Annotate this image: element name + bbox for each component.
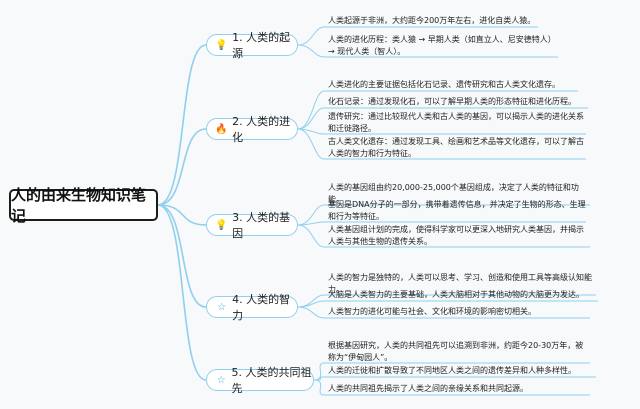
star-icon: ☆: [217, 301, 227, 313]
connector-line: [313, 376, 596, 381]
connector-line: [297, 300, 598, 308]
note-5-3: 人类的共同祖先揭示了人类之间的亲缘关系和共同起源。: [328, 384, 528, 393]
branch-label: 1. 人类的起源: [232, 31, 291, 60]
connector-line: [297, 107, 588, 130]
connector-line: [297, 128, 586, 135]
note-4-3: 人类智力的进化可能与社会、文化和环境的影响密切相关。: [328, 307, 536, 316]
connector-line: [157, 204, 207, 226]
branch-label: 5. 人类的共同祖先: [231, 366, 312, 395]
branch-topic-4[interactable]: ☆ 4. 人类的智力: [206, 293, 298, 322]
connector-line: [297, 224, 590, 248]
branch-label: 4. 人类的智力: [232, 293, 291, 322]
branch-topic-1[interactable]: 💡 1. 人类的起源: [206, 31, 298, 60]
connector-line: [297, 221, 586, 226]
connector-line: [313, 379, 590, 396]
fire-icon: 🔥: [215, 123, 228, 135]
branch-label: 3. 人类的基因: [232, 211, 291, 240]
note-3-1: 人类的基因组由约20,000-25,000个基因组成，决定了人类的特征和功能。: [328, 183, 579, 204]
note-2-2: 化石记录：通过发现化石，可以了解早期人类的形态特征和进化历程。: [328, 97, 576, 106]
branch-topic-3[interactable]: 💡 3. 人类的基因: [206, 211, 298, 240]
branch-topic-5[interactable]: ☆ 5. 人类的共同祖先: [206, 366, 314, 395]
connector-line: [297, 90, 578, 130]
connector-line: [157, 128, 207, 206]
connector-line: [297, 204, 590, 226]
root-topic[interactable]: 人的由来生物知识笔记: [9, 186, 158, 225]
note-4-1: 人类的智力是独特的，人类可以思考、学习、创造和使用工具等高级认知能力。: [328, 273, 592, 294]
light-bulb-icon: 💡: [215, 39, 228, 51]
connector-line: [297, 128, 586, 160]
connector-line: [297, 44, 558, 58]
note-3-2: 基因是DNA分子的一部分，携带着遗传信息，并决定了生物的形态、生理和行为等特征。: [328, 200, 586, 221]
connector-line: [157, 204, 207, 308]
branch-topic-2[interactable]: 🔥 2. 人类的进化: [206, 115, 298, 144]
note-1-2: 人类的进化历程：类人猿 → 早期人类（如直立人、尼安德特人） → 现代人类（智人…: [328, 35, 556, 56]
note-3-3: 人类基因组计划的完成，使得科学家可以更深入地研究人类基因，并揭示人类与其他生物的…: [328, 225, 584, 246]
note-5-1: 根据基因研究，人类的共同祖先可以追溯到非洲，约距今20-30万年，被称为“伊甸园…: [328, 341, 584, 362]
light-bulb-icon: 💡: [215, 219, 228, 231]
connector-line: [157, 44, 207, 206]
note-2-4: 古人类文化遗存：通过发现工具、绘画和艺术品等文化遗存，可以了解古人类的智力和行为…: [328, 137, 584, 158]
star-icon: ☆: [216, 374, 226, 386]
note-4-2: 大脑是人类智力的主要基础，人类大脑相对于其他动物的大脑更为发达。: [328, 290, 584, 299]
note-2-1: 人类进化的主要证据包括化石记录、遗传研究和古人类文化遗存。: [328, 80, 560, 89]
note-2-3: 遗传研究：通过比较现代人类和古人类的基因，可以揭示人类的进化关系和迁徙路径。: [328, 112, 584, 133]
note-1-1: 人类起源于非洲，大约距今200万年左右，进化自类人猿。: [328, 16, 536, 25]
connector-line: [157, 204, 207, 381]
note-5-2: 人类的迁徙和扩散导致了不同地区人类之间的遗传差异和人种多样性。: [328, 366, 576, 375]
connector-line: [297, 26, 538, 46]
connector-line: [297, 306, 590, 319]
branch-label: 2. 人类的进化: [232, 115, 291, 144]
connector-line: [313, 362, 590, 381]
